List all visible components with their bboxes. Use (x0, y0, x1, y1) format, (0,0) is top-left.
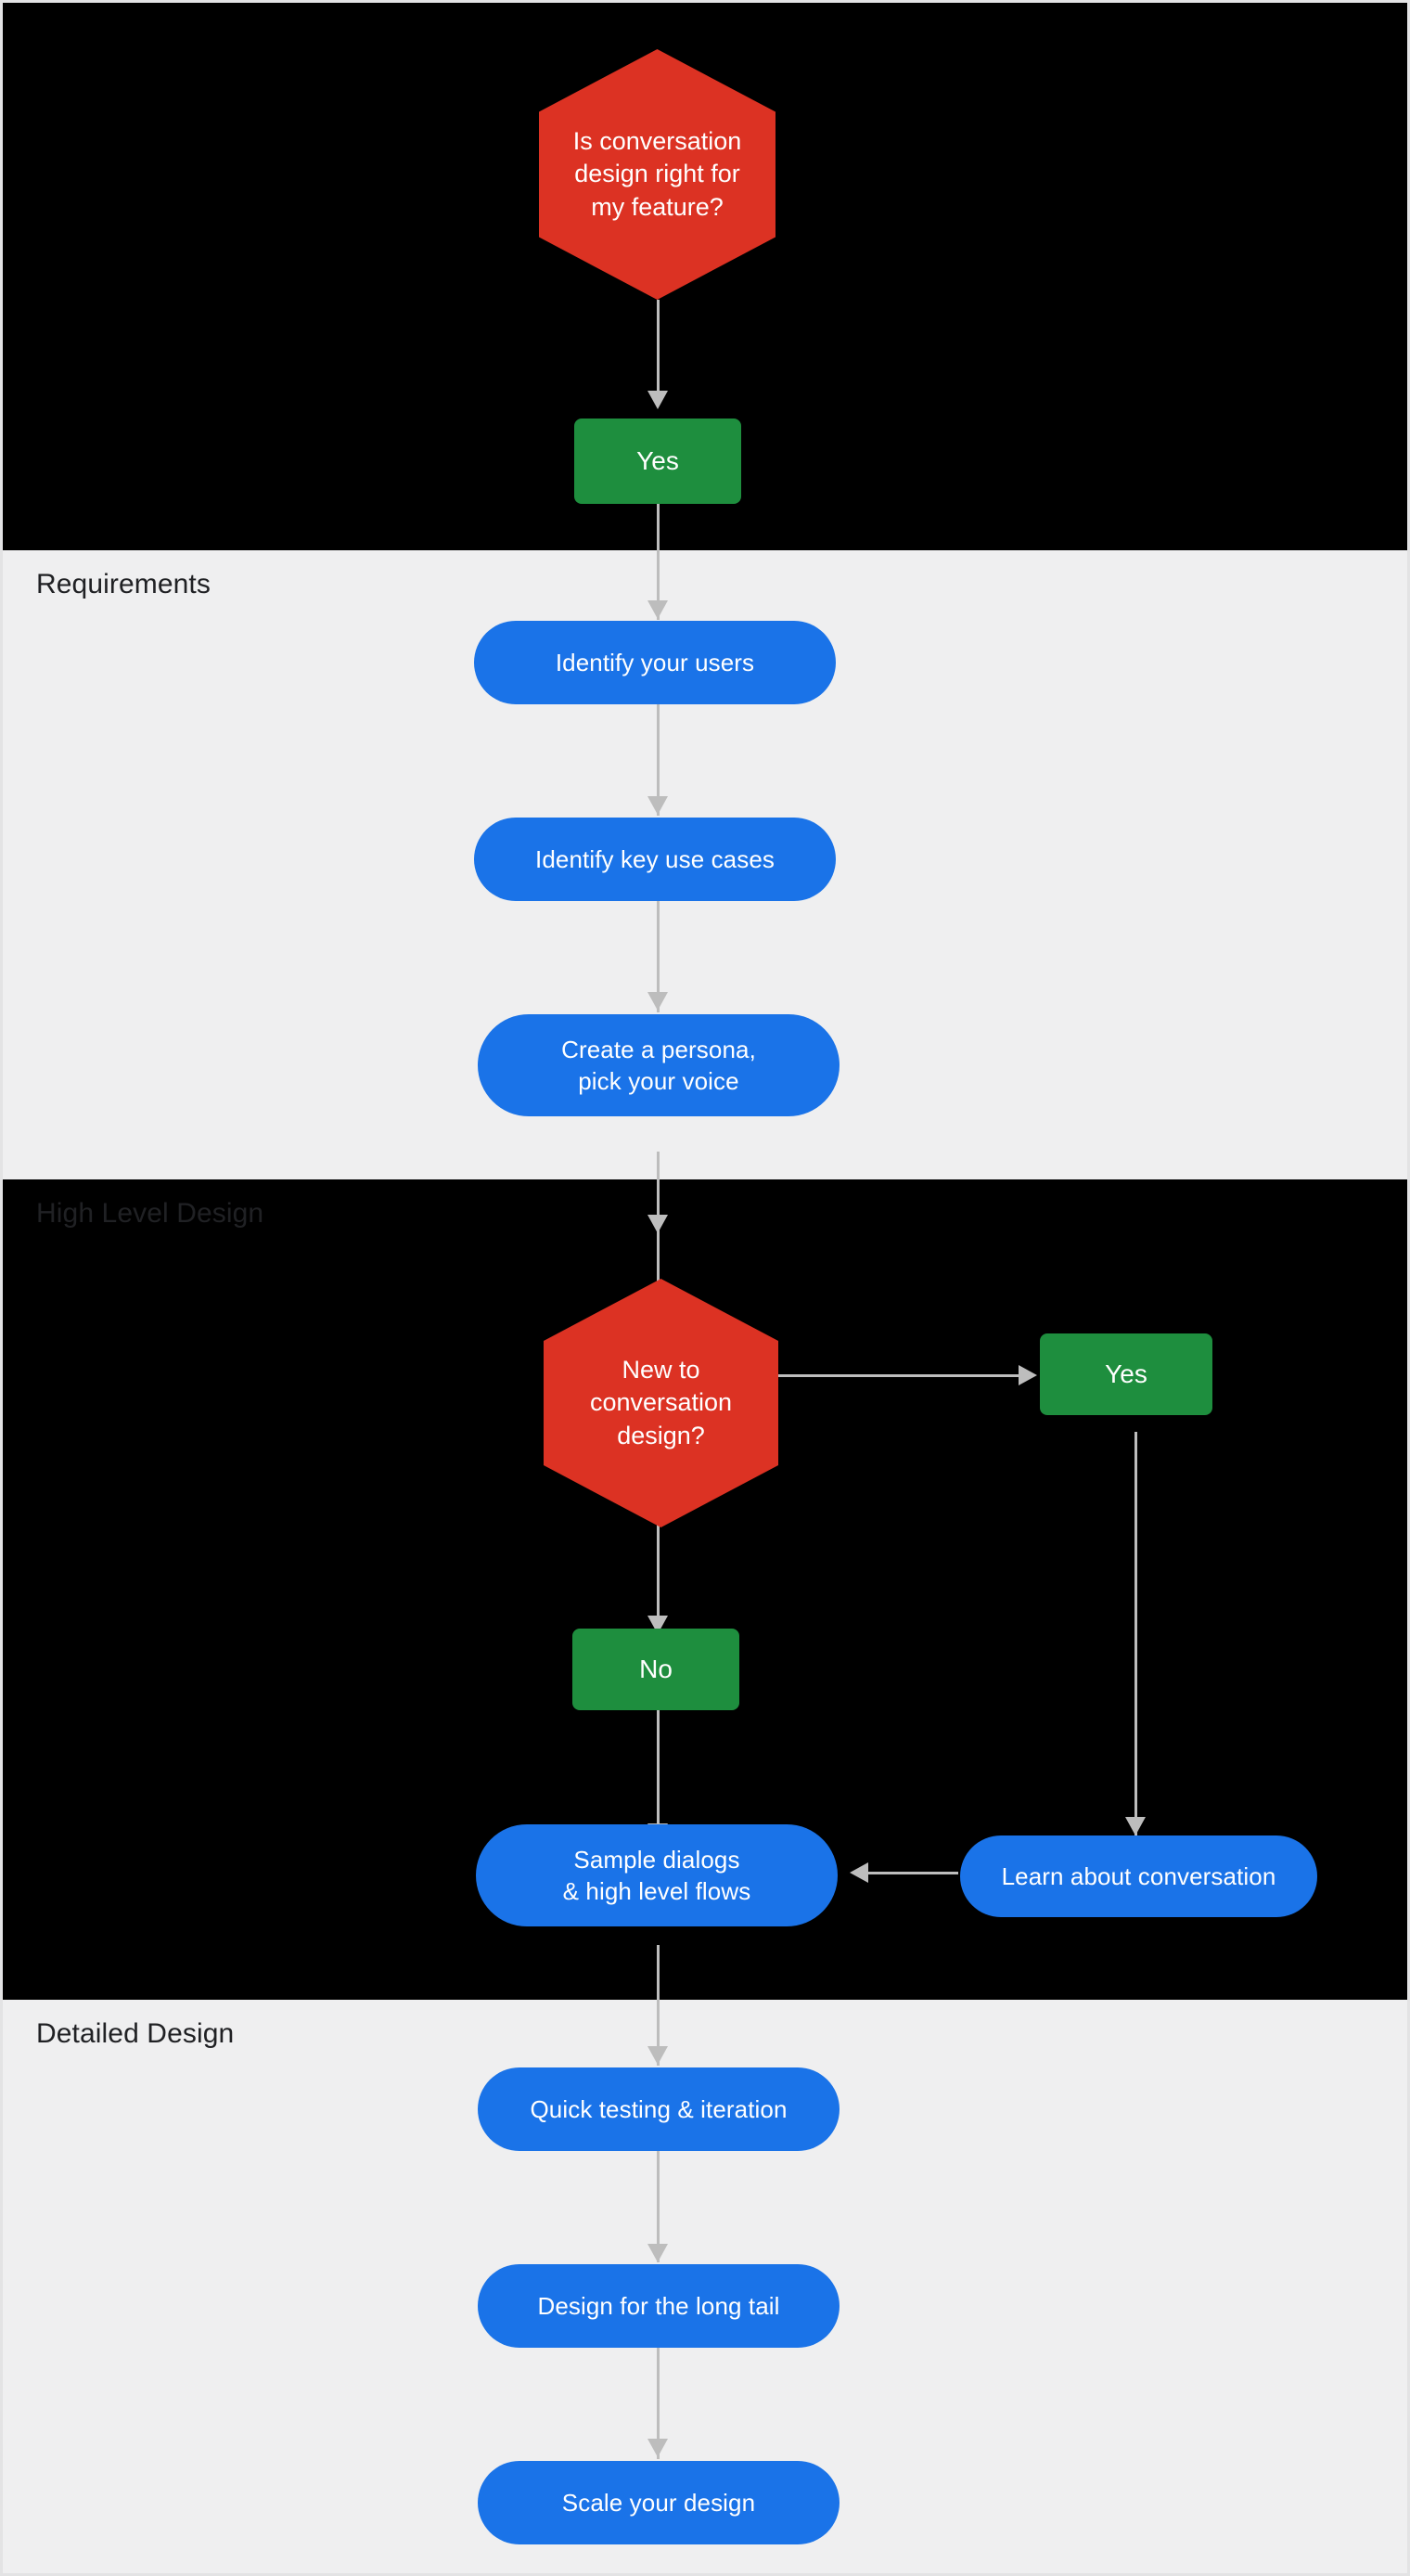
section-label-detailed-design: Detailed Design (36, 2018, 235, 2049)
decision-is-conversation-design-right[interactable]: Is conversation design right for my feat… (539, 49, 776, 300)
step-quick-testing-and-iteration[interactable]: Quick testing & iteration (478, 2067, 840, 2151)
section-label-high-level-design: High Level Design (36, 1198, 264, 1229)
connector-decision1-to-yes (657, 300, 660, 393)
connector-decision2-to-yes-right (777, 1374, 1023, 1377)
arrowhead-identify-users-to-use-cases (647, 796, 668, 815)
arrowhead-sample-dialogs-to-quick-testing (647, 2046, 668, 2065)
step-scale-your-design[interactable]: Scale your design (478, 2461, 840, 2544)
step-create-a-persona-pick-your-voice[interactable]: Create a persona, pick your voice (478, 1014, 840, 1116)
connector-quick-testing-to-long-tail (657, 2151, 660, 2262)
arrowhead-yes-right-to-learn (1125, 1817, 1146, 1835)
step-identify-key-use-cases[interactable]: Identify key use cases (474, 818, 836, 901)
connector-learn-to-sample-dialogs (865, 1872, 958, 1874)
arrowhead-learn-to-sample-dialogs (850, 1862, 868, 1883)
arrowhead-long-tail-to-scale-design (647, 2439, 668, 2457)
section-label-requirements: Requirements (36, 569, 211, 599)
arrowhead-quick-testing-to-long-tail (647, 2244, 668, 2262)
step-identify-your-users[interactable]: Identify your users (474, 621, 836, 704)
connector-identify-users-to-use-cases (657, 704, 660, 816)
answer-yes-top[interactable]: Yes (574, 419, 741, 504)
arrowhead-decision1-to-yes (647, 391, 668, 409)
arrowhead-persona-to-decision2 (647, 1215, 668, 1233)
connector-yes-to-identify-users (657, 504, 660, 620)
arrowhead-decision2-to-yes-right (1019, 1365, 1037, 1385)
step-design-for-the-long-tail[interactable]: Design for the long tail (478, 2264, 840, 2348)
answer-no-new-to-cd[interactable]: No (572, 1629, 739, 1710)
answer-yes-new-to-cd[interactable]: Yes (1040, 1333, 1212, 1415)
connector-no-to-sample-dialogs (657, 1710, 660, 1845)
step-learn-about-conversation[interactable]: Learn about conversation (960, 1835, 1317, 1917)
connector-decision2-to-no (657, 1511, 660, 1636)
connector-yes-right-to-learn (1134, 1432, 1137, 1840)
connector-use-cases-to-persona (657, 901, 660, 1012)
connector-sample-dialogs-to-quick-testing (657, 1945, 660, 2066)
arrowhead-use-cases-to-persona (647, 992, 668, 1011)
step-sample-dialogs-and-high-level-flows[interactable]: Sample dialogs & high level flows (476, 1824, 838, 1926)
arrowhead-yes-to-identify-users (647, 600, 668, 619)
connector-long-tail-to-scale-design (657, 2348, 660, 2459)
